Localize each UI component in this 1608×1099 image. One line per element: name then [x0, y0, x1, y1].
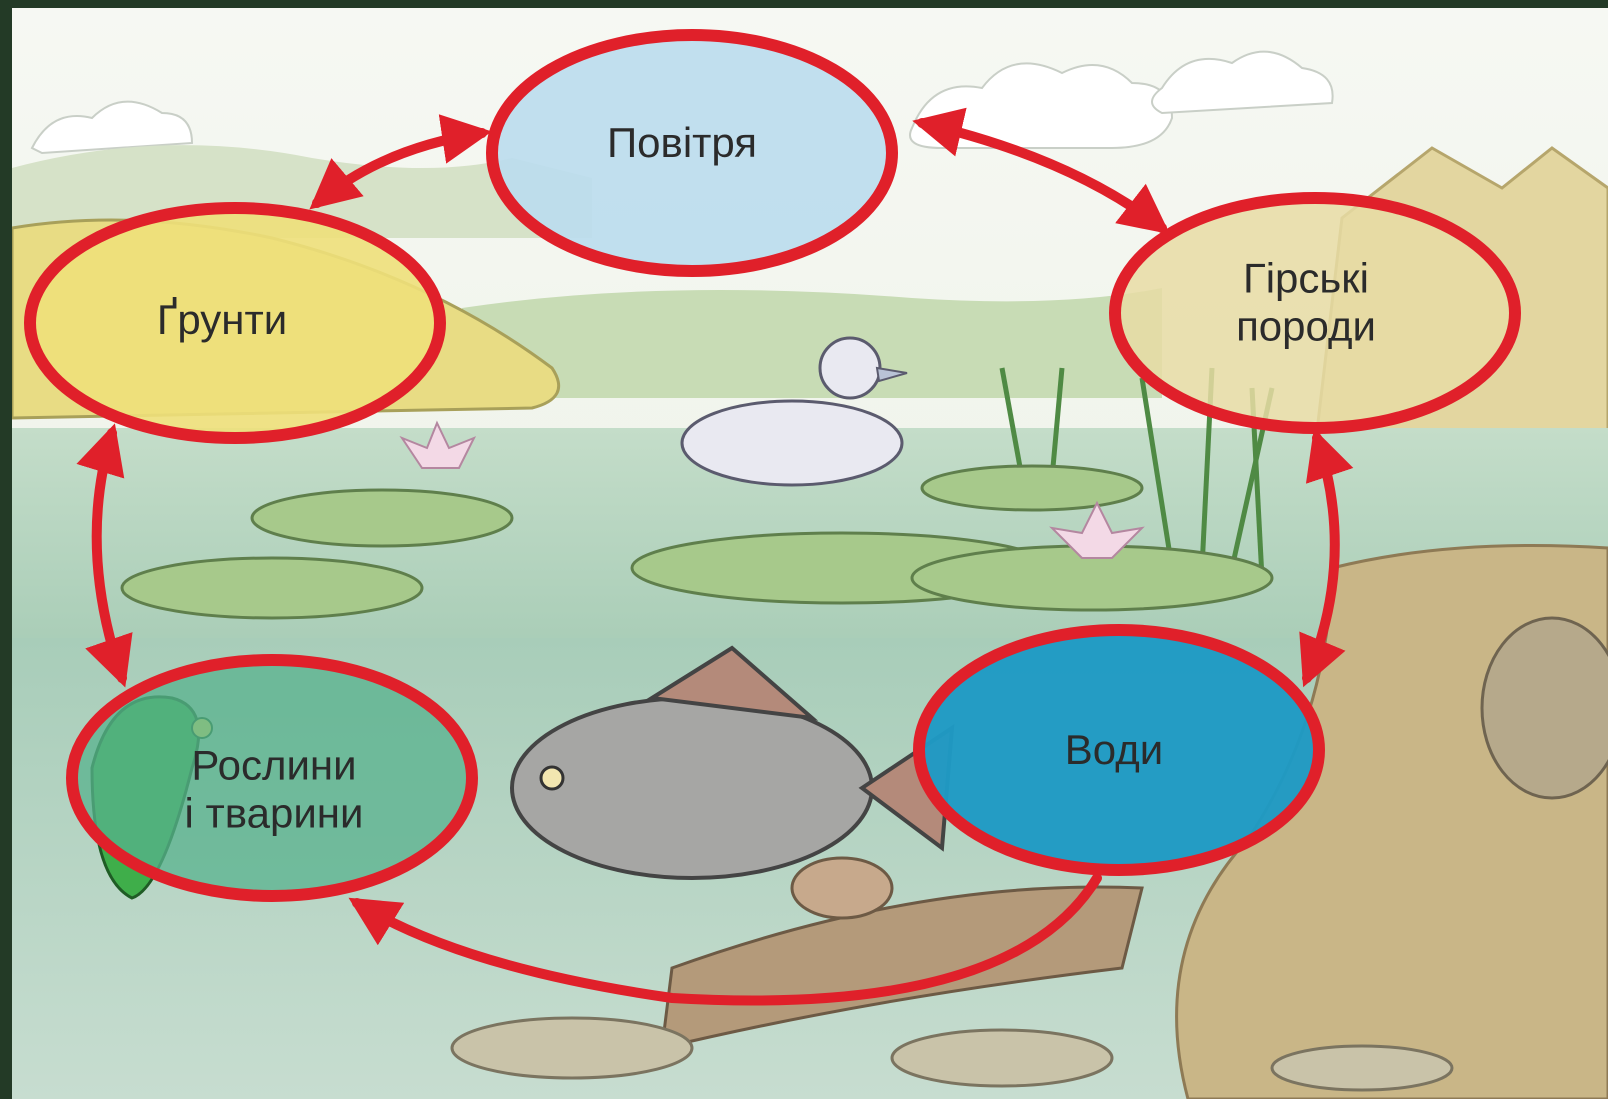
living-label-line1: Рослини — [185, 742, 364, 790]
node-waters-label: Води — [1065, 726, 1163, 774]
rocks-label-line1: Гірські — [1236, 255, 1376, 303]
rocks-label-line2: породи — [1236, 303, 1376, 351]
living-label-line2: і тварини — [185, 790, 364, 838]
node-air-label: Повітря — [607, 119, 757, 167]
waters-label-text: Води — [1065, 726, 1163, 774]
node-soils-label: Ґрунти — [157, 296, 287, 344]
diagram-canvas: Повітря Ґрунти Гірські породи Рослини і … — [12, 8, 1608, 1099]
node-rocks-label: Гірські породи — [1236, 255, 1376, 352]
soils-label-text: Ґрунти — [157, 296, 287, 344]
air-label-text: Повітря — [607, 119, 757, 167]
node-living-label: Рослини і тварини — [185, 742, 364, 839]
pond-illustration — [12, 8, 1608, 1099]
